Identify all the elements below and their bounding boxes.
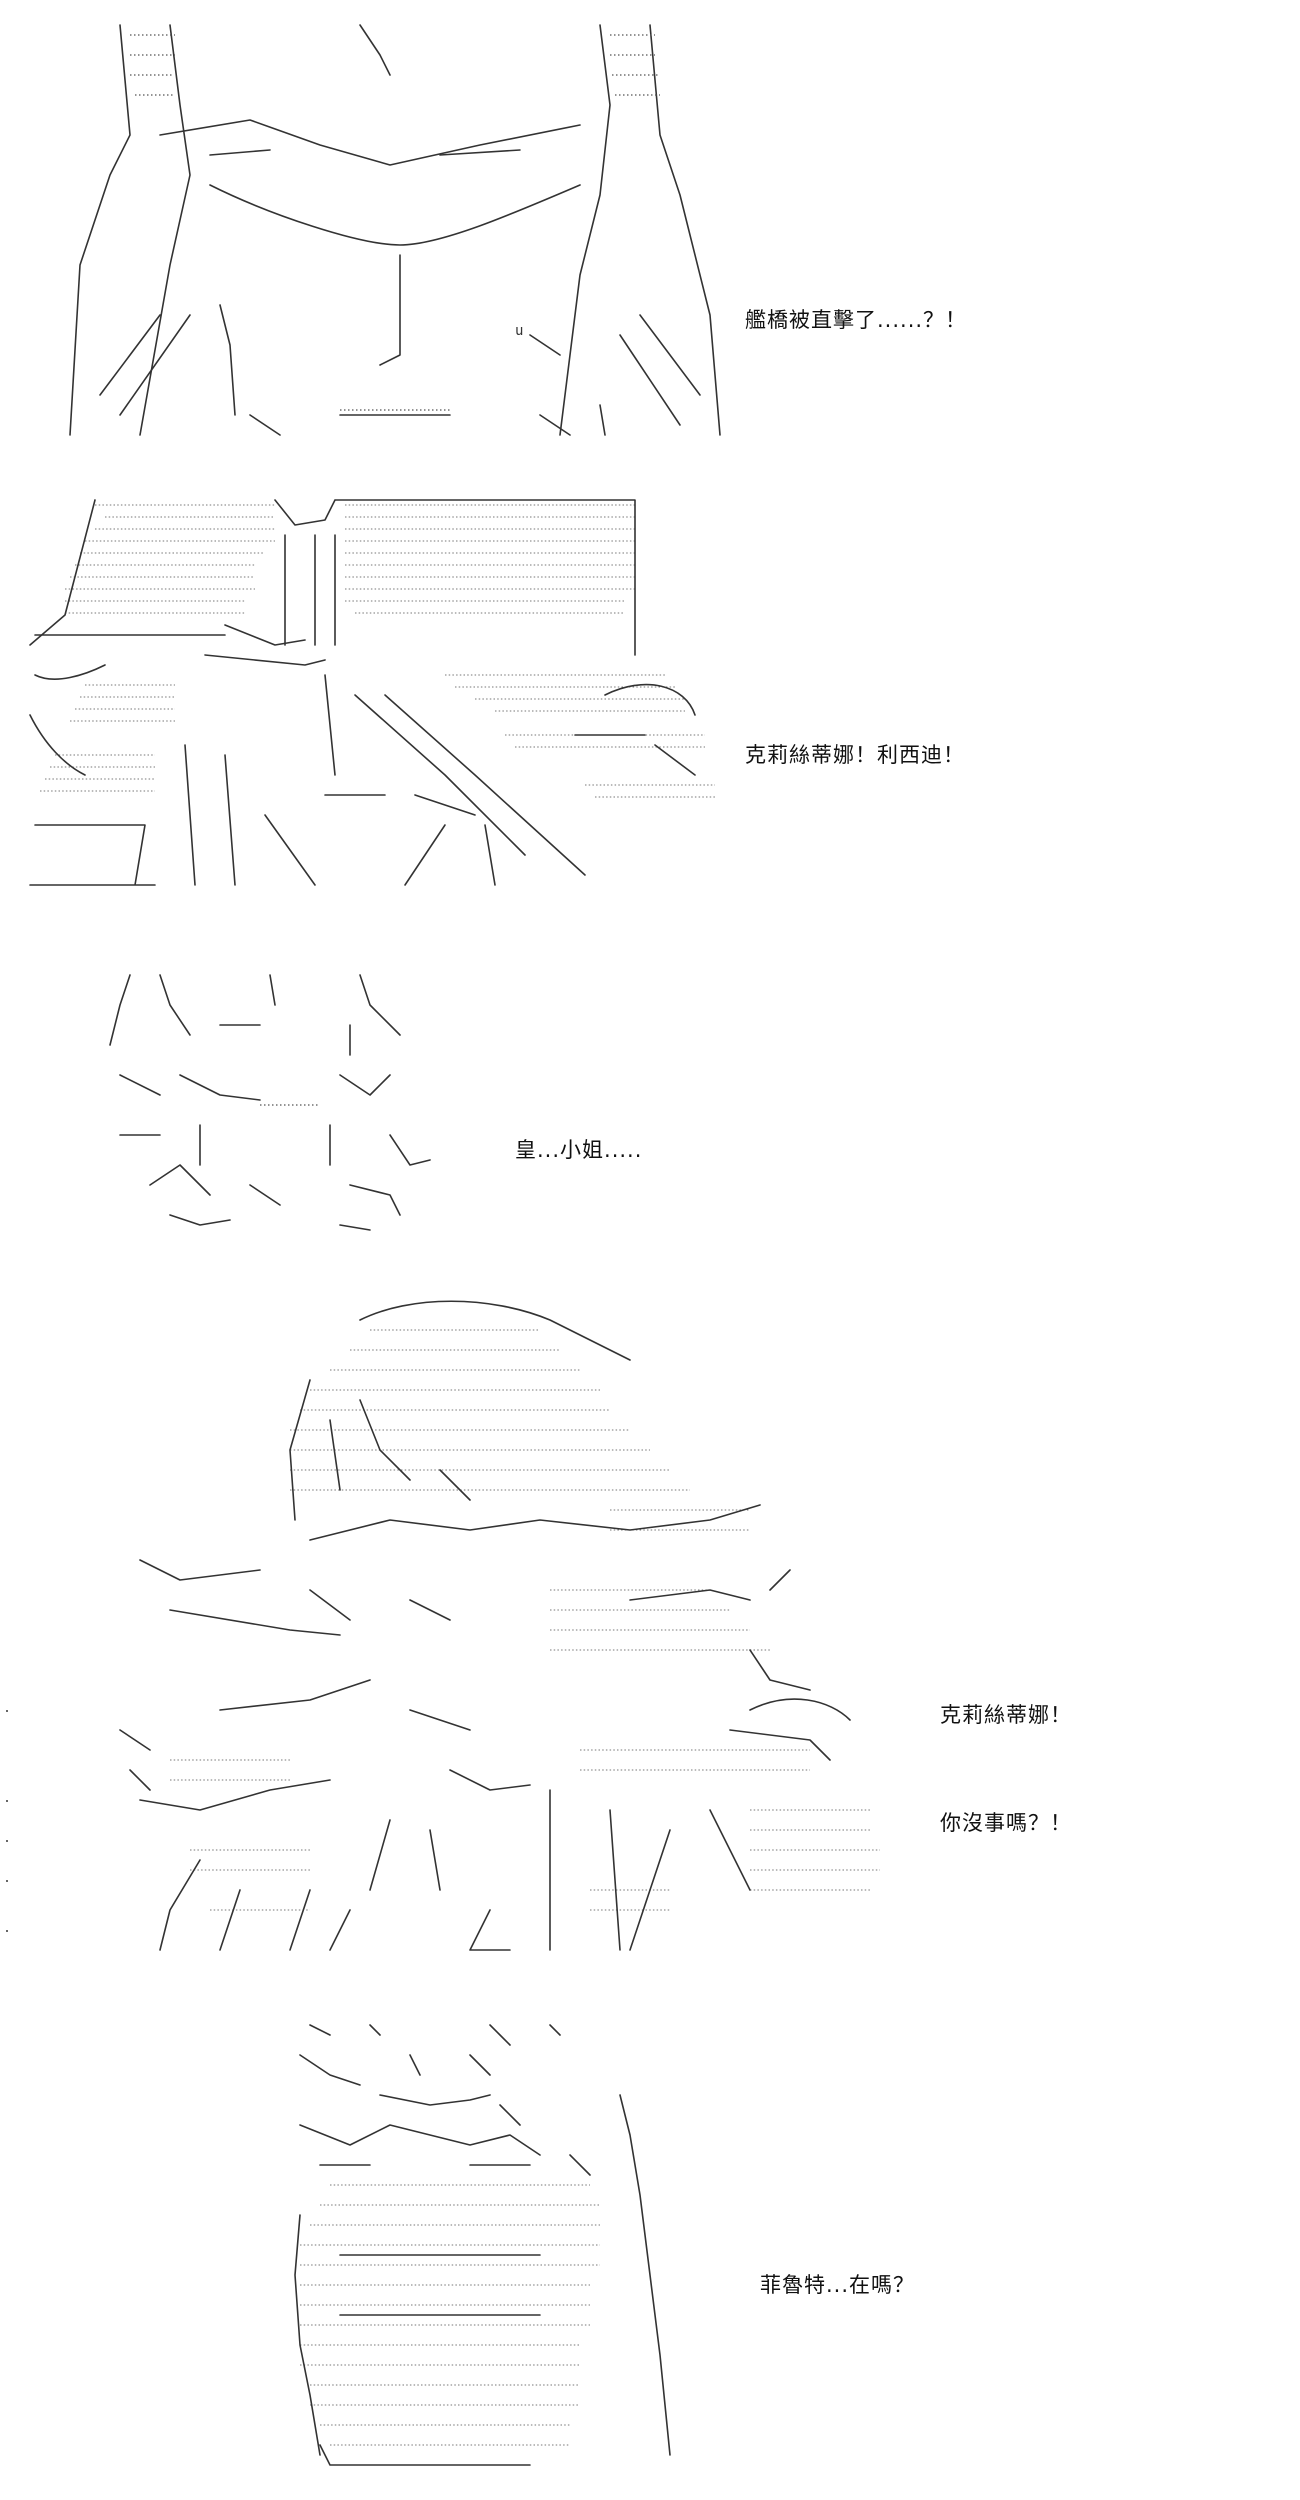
panel-4: 克莉絲蒂娜！ 你沒事嗎？！ (0, 1280, 1300, 1970)
margin-dot (6, 1710, 8, 1712)
panel-1: u 艦橋被直擊了......？！ (0, 0, 1300, 460)
caption-panel-4: 克莉絲蒂娜！ 你沒事嗎？！ (940, 1625, 1072, 1913)
caption-panel-3: 皇...小姐..... (515, 1060, 642, 1240)
caption-line: 克莉絲蒂娜！利西迪！ (745, 743, 965, 767)
caption-line: 菲魯特...在嗎？ (760, 2273, 916, 2297)
caption-line: 艦橋被直擊了......？！ (745, 308, 968, 332)
ascii-art-figure-with-raised-arms: u (60, 15, 721, 445)
panel-5: 菲魯特...在嗎？ (0, 2000, 1300, 2480)
margin-dot (6, 1930, 8, 1932)
ascii-art-seated-figure (290, 2015, 710, 2475)
margin-dot (6, 1800, 8, 1802)
caption-line: 你沒事嗎？！ (940, 1811, 1072, 1835)
svg-text:u: u (515, 323, 523, 339)
caption-panel-2: 克莉絲蒂娜！利西迪！ (745, 665, 965, 845)
caption-line: 克莉絲蒂娜！ (940, 1703, 1072, 1727)
caption-panel-5: 菲魯特...在嗎？ (760, 2195, 915, 2375)
panel-2: 克莉絲蒂娜！利西迪！ (0, 480, 1300, 920)
caption-panel-1: 艦橋被直擊了......？！ (745, 230, 967, 410)
margin-dot (6, 1840, 8, 1842)
ascii-art-girl-with-long-hair (110, 1290, 910, 1960)
caption-line: 皇...小姐..... (515, 1138, 643, 1162)
ascii-art-collapsed-bridge-figures (25, 495, 725, 895)
panel-3: 皇...小姐..... (0, 950, 1300, 1250)
margin-dot (6, 1880, 8, 1882)
ascii-art-small-figure (100, 965, 460, 1235)
